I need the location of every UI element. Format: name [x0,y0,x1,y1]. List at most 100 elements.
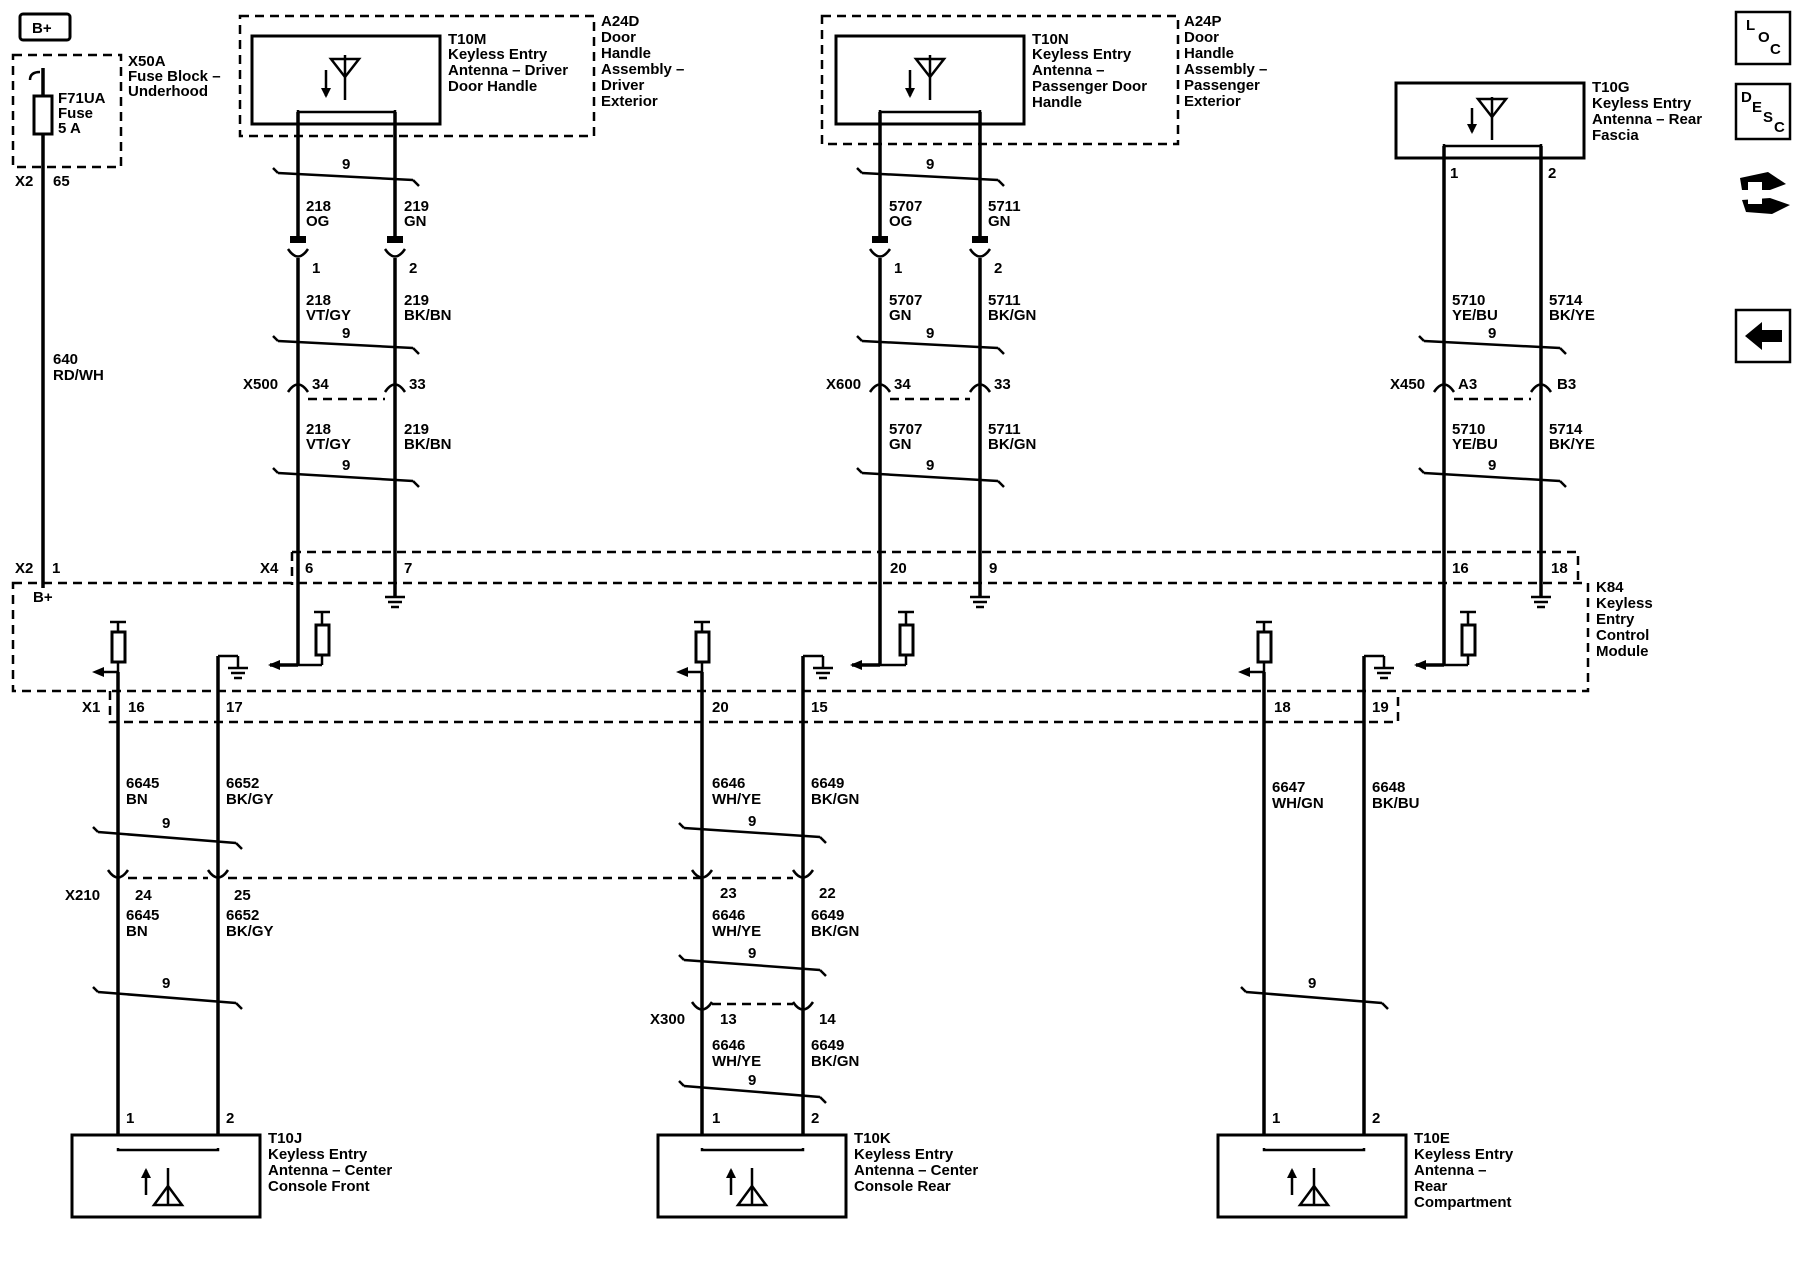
loc-button-frame[interactable] [1734,10,1792,66]
twist-end [412,179,420,187]
x1-pin: 20 [712,699,729,716]
twist-label: 9 [1488,325,1496,342]
pin-label: 13 [720,1011,737,1028]
antenna-l1: Keyless Entry [1414,1146,1514,1163]
inline-conn-x210: X210 [65,887,100,904]
module-name: K84 [1596,579,1624,596]
fuse-name: F71UA [58,90,106,107]
twist-label: 9 [162,975,170,992]
x1-pin: 17 [226,699,243,716]
antenna-t10g: T10G Keyless Entry Antenna – Rear Fascia [1394,79,1702,160]
wire-color: BN [126,791,148,808]
antenna-l1: Keyless Entry [1032,46,1132,63]
wire-color: YE/BU [1452,307,1498,324]
wires-t10j: 6645 BN 6652 BK/GY 9 X210 24 25 6645 BN … [65,656,708,1150]
wire-circuit: 5707 [889,198,922,215]
antenna-t10j: T10J Keyless Entry Antenna – Center Cons… [70,1130,392,1219]
wire-color: GN [889,307,912,324]
wire-color: BK/GN [811,923,859,940]
module-l4: Module [1596,643,1649,660]
wire-circuit: 6645 [126,775,159,792]
twist-mark [1245,990,1383,1005]
desc-c: C [1774,119,1785,136]
output-arrow-icon [676,667,688,677]
module-internals [92,610,1477,680]
twist-label: 9 [342,156,350,173]
antenna-l2: Antenna – [1414,1162,1487,1179]
terminal-icon [387,236,403,243]
twist-end [997,179,1005,187]
antenna-arrow-icon [141,1168,151,1178]
wire-color: BK/BU [1372,795,1420,812]
inline-conn-x300: X300 [650,1011,685,1028]
power-source: B+ [18,12,72,42]
wire-circuit: 219 [404,292,429,309]
output-arrow-icon [1238,667,1250,677]
wire-circuit: 6649 [811,1037,844,1054]
module-l3: Control [1596,627,1649,644]
pin-label: 22 [819,885,836,902]
connector-cup-icon [1529,383,1553,393]
twist-end [856,335,863,342]
desc-button-frame[interactable] [1734,82,1792,141]
pin-label: 2 [1372,1110,1380,1127]
loc-c: C [1770,41,1781,58]
twist-label: 9 [926,156,934,173]
wire-color: GN [988,213,1011,230]
wire-color: WH/YE [712,923,761,940]
wires-t10m: 9 218 OG 219 GN 1 2 218 VT/GY 219 BK/BN … [243,110,452,665]
wire-color: BK/GY [226,923,274,940]
twist-end [235,1002,243,1010]
ground-icon [385,595,405,609]
loc-button[interactable]: L O C [1734,10,1792,66]
resistor-icon [314,623,331,657]
pin-label: 33 [409,376,426,393]
wire-circuit: 218 [306,198,331,215]
pin-label: 1 [712,1110,720,1127]
wire-circuit: 6646 [712,775,745,792]
connector-view-icon[interactable] [1740,172,1786,190]
pin-label: 2 [409,260,417,277]
input-arrow-icon [268,660,280,670]
wire-color: VT/GY [306,436,351,453]
assy-3: Assembly – [1184,61,1267,78]
connector-view-button[interactable] [1740,172,1790,214]
twist-mark [861,471,999,483]
twist-end [412,480,420,488]
pin-label: 1 [1272,1110,1280,1127]
twist-mark [861,171,999,182]
twist-end [819,1096,827,1104]
wire-color: BK/GN [988,436,1036,453]
desc-e: E [1752,99,1762,116]
wire-color: BK/GY [226,791,274,808]
twist-label: 9 [926,457,934,474]
twist-label: 9 [748,813,756,830]
antenna-l2: Antenna – Rear [1592,111,1702,128]
antenna-icon [913,57,947,80]
wires-t10n: 9 5707 OG 5711 GN 1 2 5707 GN 5711 BK/GN… [826,110,1036,665]
wire-circuit: 6646 [712,907,745,924]
antenna-l1: Keyless Entry [854,1146,954,1163]
connector-cup-icon [1432,383,1456,393]
wire-color: BN [126,923,148,940]
antenna-l2: Antenna – Center [854,1162,978,1179]
wire-color: BK/GN [988,307,1036,324]
twist-end [272,335,279,342]
fuse-block-name: X50A [128,53,166,70]
antenna-t10n: T10N Keyless Entry Antenna – Passenger D… [820,13,1267,146]
terminal-icon [972,236,988,243]
antenna-id: T10N [1032,31,1069,48]
back-button[interactable] [1734,308,1792,364]
twist-mark [1423,339,1561,350]
antenna-inner-lead [296,110,397,114]
ground-icon [1374,666,1394,680]
assy-4: Driver [601,77,645,94]
desc-button[interactable]: D E S C [1734,82,1792,141]
back-arrow-icon[interactable] [1745,322,1782,350]
antenna-id: T10E [1414,1130,1450,1147]
twist-label: 9 [748,1072,756,1089]
twist-end [272,167,279,174]
fuse-block-desc2: Underhood [128,83,208,100]
pin-label: 2 [1548,165,1556,182]
